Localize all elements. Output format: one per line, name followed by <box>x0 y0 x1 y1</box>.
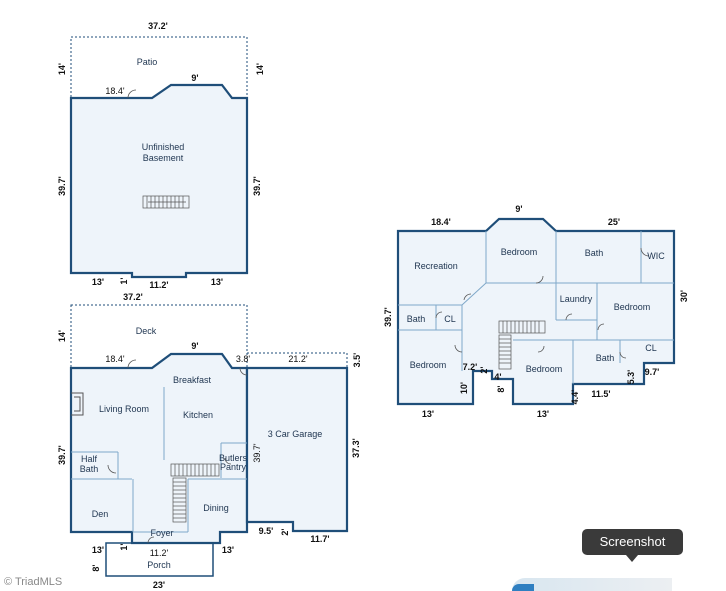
bedroom1-label: Bedroom <box>501 247 538 257</box>
basement-plan: Patio Unfinished Basement 37.2' 14' 14' … <box>57 21 265 290</box>
up-dim-72: 7.2' <box>463 362 478 372</box>
bedroom4-label: Bedroom <box>526 364 563 374</box>
up-dim-bottom-center: 13' <box>537 409 549 419</box>
main-stairs <box>170 463 220 523</box>
main-dim-porch-width: 23' <box>153 580 165 590</box>
upper-floor-plan: Recreation Bedroom Bath WIC Laundry Bedr… <box>383 204 689 419</box>
garage-walls <box>245 366 349 533</box>
bottom-bar-accent <box>512 584 534 591</box>
dim-patio-right: 14' <box>255 63 265 75</box>
main-dim-top: 37.2' <box>123 292 143 302</box>
up-dim-left: 39.7' <box>383 307 393 327</box>
wic-label: WIC <box>647 251 665 261</box>
dim-bottom-center: 11.2' <box>149 280 168 290</box>
cl1-label: CL <box>444 314 456 324</box>
deck-label: Deck <box>136 326 157 336</box>
dim-right: 39.7' <box>252 176 262 196</box>
main-dim-garage-b1: 9.5' <box>259 526 274 536</box>
dim-left: 39.7' <box>57 176 67 196</box>
basement-walls <box>69 83 249 279</box>
main-dim-deck-door: 18.4' <box>105 354 125 364</box>
pantry-label: Pantry <box>220 462 247 472</box>
dim-bottom-left: 13' <box>92 277 104 287</box>
up-dim-top-left: 18.4' <box>431 217 451 227</box>
main-dim-bottom-left: 13' <box>92 545 104 555</box>
garage-top-outline <box>247 352 348 368</box>
breakfast-label: Breakfast <box>173 375 212 385</box>
main-floor-plan: Deck Breakfast Living Room Kitchen 3 Car… <box>57 292 362 590</box>
main-dim-garage-b3: 11.7' <box>310 534 329 544</box>
basement-stairs <box>142 195 190 209</box>
up-dim-53: 5.3' <box>626 370 636 385</box>
bedroom3-label: Bedroom <box>410 360 447 370</box>
garage-label: 3 Car Garage <box>268 429 323 439</box>
main-walls <box>69 352 249 545</box>
dim-bottom-right: 13' <box>211 277 223 287</box>
main-dim-bottom-right: 13' <box>222 545 234 555</box>
unfinished-label: Unfinished <box>142 142 185 152</box>
up-dim-44: 4.4' <box>570 390 580 405</box>
main-dim-garage-b2: 2' <box>280 528 290 535</box>
main-dim-porch-side: 8' <box>91 564 101 571</box>
dim-patio-left: 14' <box>57 63 67 75</box>
porch-label: Porch <box>147 560 171 570</box>
watermark: © TriadMLS <box>4 576 63 588</box>
bath3-label: Bath <box>596 353 615 363</box>
up-dim-8: 8' <box>496 385 506 392</box>
bedroom2-label: Bedroom <box>614 302 651 312</box>
butlers-label: Butlers <box>219 453 248 463</box>
dim-center: 9' <box>191 73 198 83</box>
dining-label: Dining <box>203 503 229 513</box>
main-dim-garage-right: 37.3' <box>351 438 361 458</box>
up-dim-10: 10' <box>459 382 469 394</box>
up-dim-top-center: 9' <box>515 204 522 214</box>
main-dim-center: 9' <box>191 341 198 351</box>
main-dim-notch: 1' <box>119 543 129 550</box>
screenshot-tooltip[interactable]: Screenshot <box>582 529 683 562</box>
porch-walls <box>105 542 214 577</box>
half-label: Half <box>81 454 98 464</box>
deck-outline <box>70 304 248 369</box>
recreation-label: Recreation <box>414 261 458 271</box>
bath2-label: Bath <box>407 314 426 324</box>
main-dim-deck: 14' <box>57 330 67 342</box>
up-dim-97: 9.7' <box>645 367 660 377</box>
bath-label: Bath <box>80 464 99 474</box>
main-dim-left: 39.7' <box>57 445 67 465</box>
fireplace <box>71 392 84 416</box>
bath1-label: Bath <box>585 248 604 258</box>
main-dim-garage-top: 21.2' <box>288 354 308 364</box>
bottom-bar-edge <box>512 578 672 591</box>
living-room-label: Living Room <box>99 404 149 414</box>
laundry-label: Laundry <box>560 294 593 304</box>
dim-top: 37.2' <box>148 21 168 31</box>
up-dim-right: 30' <box>679 290 689 302</box>
patio-label: Patio <box>137 57 158 67</box>
up-dim-bottom-left: 13' <box>422 409 434 419</box>
door-swing <box>127 89 137 99</box>
up-dim-115: 11.5' <box>591 389 610 399</box>
cl2-label: CL <box>645 343 657 353</box>
up-dim-4: 4' <box>494 372 501 382</box>
dim-notch: 1' <box>119 277 129 284</box>
upper-stairs <box>498 320 546 370</box>
foyer-label: Foyer <box>150 528 173 538</box>
kitchen-label: Kitchen <box>183 410 213 420</box>
dim-patio-door: 18.4' <box>105 86 125 96</box>
main-dim-bottom-center: 11.2' <box>150 548 169 558</box>
basement-label: Basement <box>143 153 184 163</box>
den-label: Den <box>92 509 109 519</box>
up-dim-2: 2' <box>479 366 489 373</box>
main-dim-inner: 39.7' <box>252 443 262 463</box>
main-dim-small: 3.8' <box>236 354 251 364</box>
up-dim-top-right: 25' <box>608 217 620 227</box>
main-dim-garage-side: 3.5' <box>352 353 362 368</box>
